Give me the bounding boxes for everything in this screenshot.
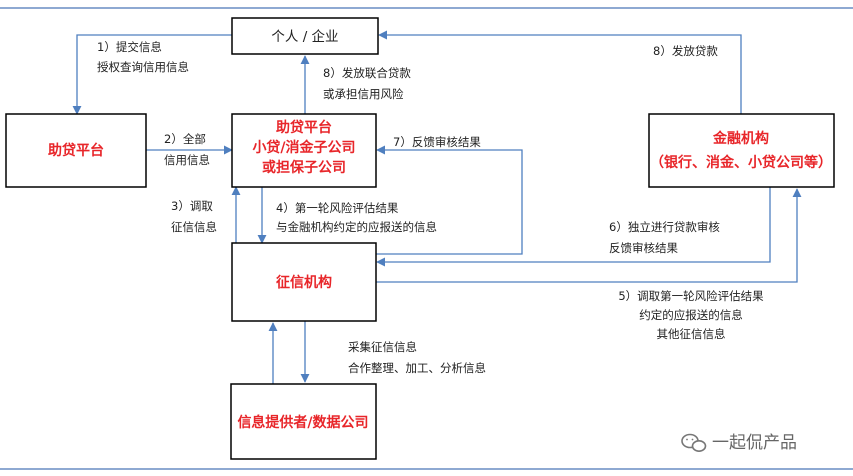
label-collect-info-line-1: 采集征信信息	[348, 340, 417, 354]
label-retrieve-credit-line-1: 3）调取	[171, 199, 213, 213]
label-issue-loan: 8）发放贷款	[653, 44, 718, 58]
financial-institution-text: 金融机构 （银行、消金、小贷公司等）	[650, 130, 832, 171]
label-retrieve-first-result-line-1: 5）调取第一轮风险评估结果	[618, 289, 764, 303]
credit-agency-box	[231, 242, 377, 322]
person-enterprise-text-line-1: 个人 / 企业	[271, 28, 338, 45]
data-provider-box	[230, 383, 377, 460]
label-retrieve-first-result-line-2: 约定的应报送的信息	[639, 308, 743, 322]
label-all-credit-info-line-1: 2）全部	[164, 132, 206, 146]
data-provider-text: 信息提供者/数据公司	[237, 414, 368, 431]
arrow-issue-loan	[378, 30, 742, 114]
label-retrieve-first-result: 5）调取第一轮风险评估结果约定的应报送的信息其他征信信息	[618, 289, 764, 341]
label-joint-loan-line-1: 8）发放联合贷款	[323, 66, 411, 80]
label-feedback-result-line-1: 7）反馈审核结果	[393, 135, 481, 149]
center-platform-box	[231, 113, 377, 188]
arrow-submit-info	[72, 34, 232, 115]
label-collect-info: 采集征信信息合作整理、加工、分析信息	[348, 340, 486, 375]
label-independent-review: 6）独立进行贷款审核反馈审核结果	[609, 220, 720, 255]
financial-institution-text-line-2: （银行、消金、小贷公司等）	[650, 154, 832, 171]
label-submit-info: 1）提交信息授权查询信用信息	[97, 40, 189, 74]
wechat-icon	[681, 433, 707, 452]
label-issue-loan-line-1: 8）发放贷款	[653, 44, 718, 58]
watermark-text: 一起侃产品	[712, 433, 797, 453]
label-independent-review-line-1: 6）独立进行贷款审核	[609, 220, 720, 234]
label-independent-review-line-2: 反馈审核结果	[609, 241, 678, 255]
label-submit-info-line-1: 1）提交信息	[97, 40, 162, 54]
data-provider-text-line-1: 信息提供者/数据公司	[237, 414, 368, 431]
label-joint-loan-line-2: 或承担信用风险	[323, 87, 404, 101]
zhudai-platform-text-line-1: 助贷平台	[48, 142, 104, 159]
credit-agency-text-line-1: 征信机构	[276, 274, 332, 291]
person-enterprise-text: 个人 / 企业	[271, 28, 338, 45]
label-feedback-result: 7）反馈审核结果	[393, 135, 481, 149]
label-first-risk-result: 4）第一轮风险评估结果与金融机构约定的应报送的信息	[276, 201, 437, 234]
center-platform-text: 助贷平台小贷/消金子公司或担保子公司	[252, 119, 355, 176]
label-retrieve-first-result-line-3: 其他征信信息	[657, 327, 726, 341]
label-first-risk-result-line-1: 4）第一轮风险评估结果	[276, 201, 399, 215]
arrow-independent-review	[376, 187, 771, 267]
arrow-retrieve-first-result	[375, 188, 802, 283]
label-retrieve-credit: 3）调取征信信息	[171, 199, 217, 234]
label-submit-info-line-2: 授权查询信用信息	[97, 60, 189, 74]
label-all-credit-info: 2）全部信用信息	[164, 132, 210, 167]
center-platform-text-line-2: 小贷/消金子公司	[252, 139, 355, 156]
label-joint-loan: 8）发放联合贷款或承担信用风险	[323, 66, 411, 101]
label-retrieve-credit-line-2: 征信信息	[171, 220, 217, 234]
credit-agency-text: 征信机构	[276, 274, 332, 291]
person-enterprise-box	[231, 17, 379, 55]
financial-institution-text-line-1: 金融机构	[712, 130, 769, 147]
arrow-feedback-result-7	[375, 145, 523, 255]
financial-institution-box	[648, 113, 835, 188]
zhudai-platform-box	[5, 113, 147, 188]
center-platform-text-line-3: 或担保子公司	[262, 159, 346, 176]
center-platform-text-line-1: 助贷平台	[276, 119, 332, 136]
label-collect-info-line-2: 合作整理、加工、分析信息	[348, 361, 486, 375]
label-first-risk-result-line-2: 与金融机构约定的应报送的信息	[276, 220, 437, 234]
label-all-credit-info-line-2: 信用信息	[164, 153, 210, 167]
zhudai-platform-text: 助贷平台	[48, 142, 104, 159]
